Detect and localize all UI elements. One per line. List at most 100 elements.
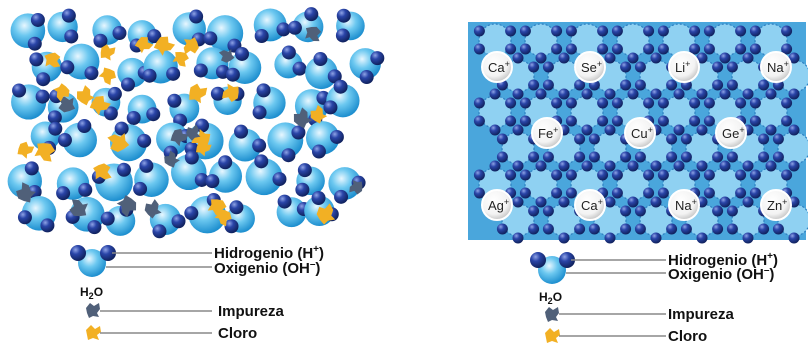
lattice-ring [588, 124, 632, 172]
lattice-ring [542, 52, 586, 100]
ion-label: Cu+ [631, 125, 653, 141]
water-molecule [252, 83, 286, 120]
chlorine-label: Cloro [668, 328, 707, 345]
water-molecule [253, 8, 291, 44]
impurity-legend-icon [86, 303, 100, 318]
chlorine-particle [183, 37, 199, 55]
ion-label: Li+ [675, 59, 690, 75]
chlorine-particle [316, 203, 336, 225]
hydrogen-label: Hidrogenio (H+) [214, 244, 324, 262]
ion-label: Na+ [767, 59, 789, 75]
water-molecule [133, 158, 169, 197]
ion-cu: Cu+ [624, 117, 656, 149]
water-molecule [65, 196, 105, 235]
lattice-ring [703, 160, 747, 208]
water-molecule [17, 196, 57, 233]
water-molecule [57, 118, 97, 158]
lattice-ring [565, 88, 609, 136]
ion-zn: Zn+ [760, 189, 792, 221]
ion-label: Zn+ [767, 197, 787, 213]
chlorine-legend-icon [86, 325, 101, 340]
water-molecule [142, 49, 181, 84]
water-molecule [60, 43, 100, 81]
water-molecule [274, 45, 307, 79]
impurity-label: Impureza [668, 306, 735, 323]
structured-water-panel: Ca+Se+Li+Na+Fe+Cu+Ge+Ag+Ca+Na+Zn+ [468, 22, 808, 244]
chlorine-particle [34, 143, 56, 162]
oxygen-label: Oxigenio (OH–) [668, 265, 774, 283]
chlorine-particle [89, 96, 111, 116]
legend-left: Hidrogenio (H+) Oxigenio (OH–) H2O Impur… [70, 244, 324, 342]
water-molecule [205, 155, 243, 193]
water-molecule-legend-icon [70, 245, 116, 277]
chlorine-particle [44, 52, 61, 68]
ion-ca: Ca+ [574, 189, 606, 221]
lattice-ring [611, 23, 655, 64]
ion-label: Ag+ [488, 197, 509, 213]
water-molecule [92, 15, 127, 48]
ion-na: Na+ [668, 189, 700, 221]
lattice-ring [611, 160, 655, 208]
chlorine-particle [222, 83, 239, 102]
water-molecule [172, 9, 206, 47]
lattice-ring [542, 196, 586, 244]
chlorine-particle [98, 67, 116, 86]
chlorine-label: Cloro [218, 325, 257, 342]
chlorine-particle [310, 104, 328, 124]
impurity-particle [116, 195, 137, 218]
water-molecule [228, 124, 267, 162]
impurity-particle [164, 150, 180, 168]
chlorine-particle [214, 208, 232, 227]
water-molecule [305, 52, 342, 90]
ion-fe: Fe+ [531, 117, 563, 149]
chlorine-particle [100, 44, 116, 61]
water-molecule [335, 8, 365, 43]
impurity-particle [144, 199, 162, 219]
water-molecule [203, 15, 244, 53]
water-molecule [287, 7, 324, 43]
impurity-particle [349, 179, 363, 195]
impurity-legend-icon [545, 307, 559, 322]
ion-label: Ca+ [488, 59, 510, 75]
water-formula: H2O [80, 285, 103, 301]
lattice-ring [703, 23, 747, 64]
legend-right: Hidrogenio (H+) Oxigenio (OH–) H2O Impur… [530, 251, 778, 345]
water-molecule [110, 121, 152, 162]
chlorine-legend-icon [545, 328, 560, 343]
hydrogen-label: Hidrogenio (H+) [668, 251, 778, 269]
water-molecule-legend-icon [530, 252, 575, 284]
lattice-ring [473, 88, 517, 136]
water-molecule [225, 46, 262, 84]
chlorine-particle [76, 85, 95, 106]
water-molecule [11, 83, 50, 120]
chlorine-particle [17, 141, 35, 159]
water-molecule [267, 122, 306, 163]
chlorine-particle [172, 52, 189, 67]
impurity-particle [305, 26, 322, 42]
water-molecule [245, 154, 287, 196]
lattice-ring [657, 88, 701, 136]
water-molecule [305, 121, 344, 159]
chlorine-particle [191, 129, 211, 149]
chlorine-particle [153, 36, 176, 56]
ion-label: Na+ [675, 197, 697, 213]
water-molecule [126, 94, 161, 126]
ion-na: Na+ [760, 51, 792, 83]
impurity-particle [58, 96, 76, 113]
ion-ca: Ca+ [481, 51, 513, 83]
chlorine-particle [53, 83, 70, 102]
impurity-particle [16, 182, 37, 203]
impurity-particle [218, 49, 235, 63]
disordered-water-panel [7, 7, 385, 239]
ion-label: Se+ [581, 59, 602, 75]
chlorine-particle [207, 199, 227, 217]
impurity-particle [293, 107, 313, 129]
impurity-label: Impureza [218, 303, 285, 320]
chlorine-particle [107, 132, 130, 153]
ion-label: Fe+ [538, 125, 558, 141]
water-molecule [224, 200, 255, 234]
lattice-ring [749, 23, 793, 64]
lattice-ring [473, 23, 517, 64]
chlorine-particle [134, 37, 154, 54]
